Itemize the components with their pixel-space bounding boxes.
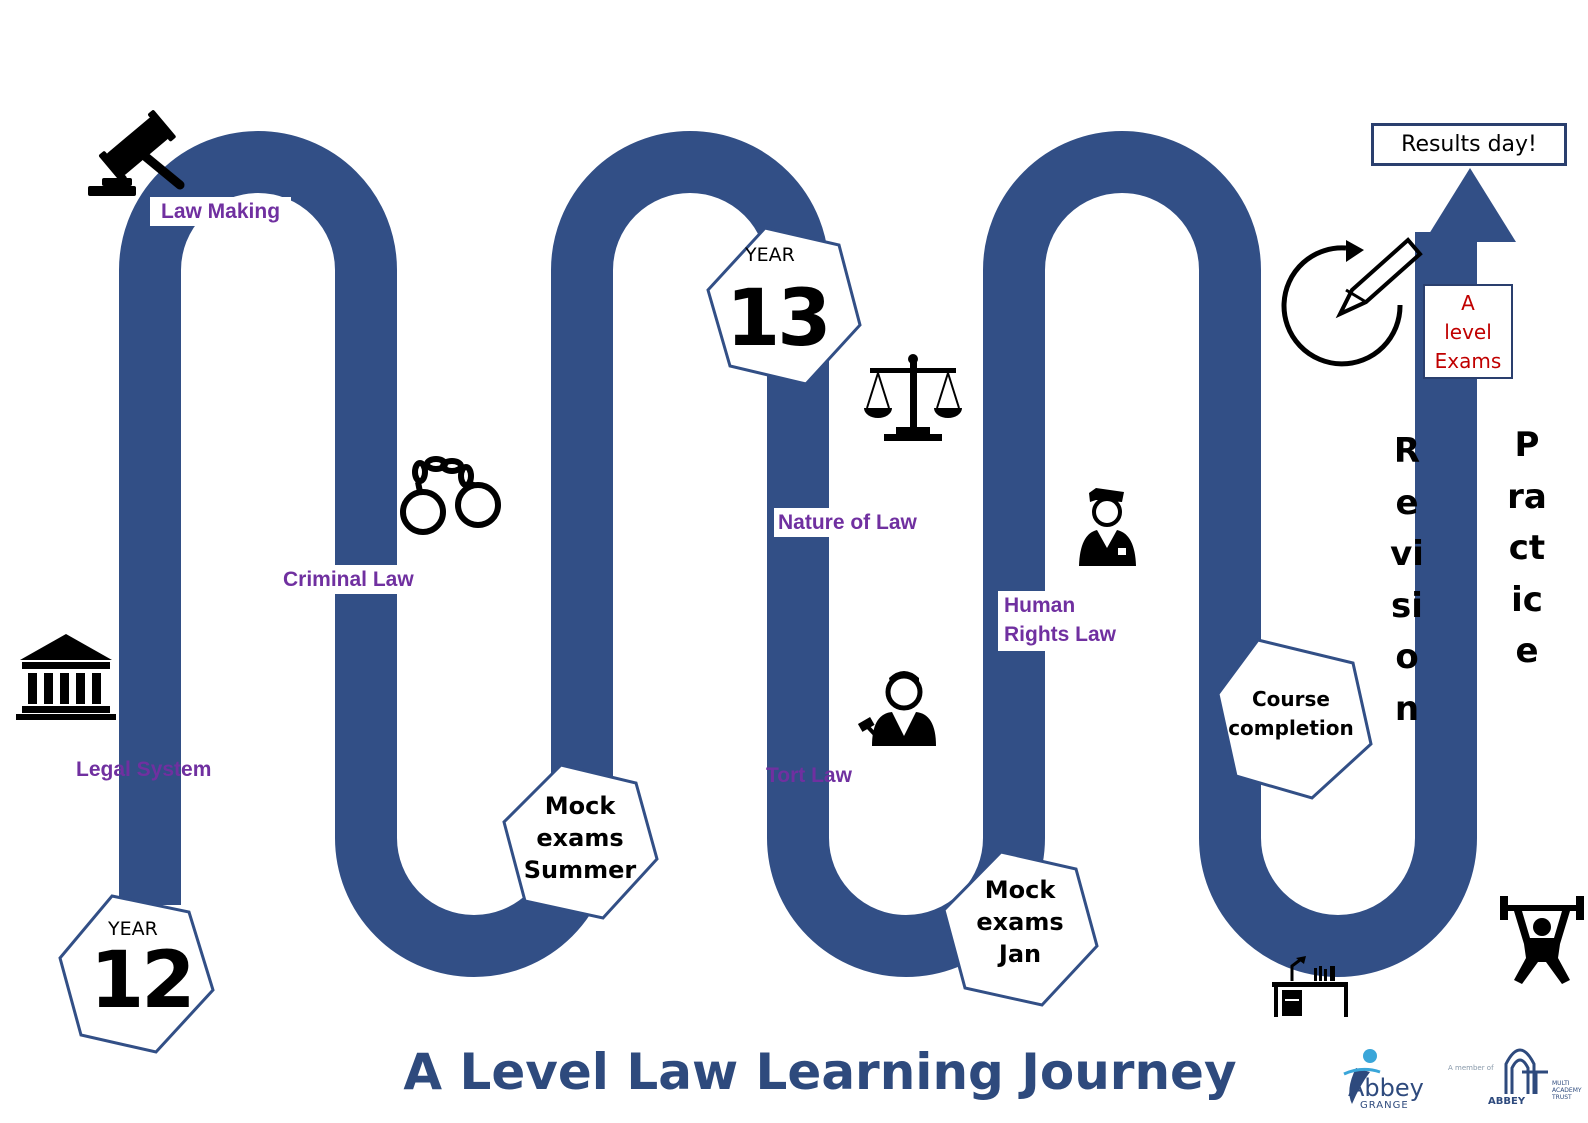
revise-pencil-icon xyxy=(1281,237,1423,367)
trust-logo-sub-2: ACADEMY xyxy=(1552,1087,1582,1094)
year13-number: 13 xyxy=(726,274,832,364)
results-day-box: Results day! xyxy=(1371,123,1567,166)
year13-hexagon xyxy=(706,226,862,386)
course-completion-line-1: Course xyxy=(1252,687,1330,711)
mock-summer-line-2: exams xyxy=(536,824,624,852)
year12-label: YEAR xyxy=(108,918,158,940)
scales-icon xyxy=(864,354,962,441)
course-completion-line-2: completion xyxy=(1228,716,1354,740)
page-title: A Level Law Learning Journey xyxy=(403,1043,1237,1101)
mock-summer-line-3: Summer xyxy=(523,856,637,884)
gavel-icon xyxy=(88,110,185,196)
abbey-grange-logo xyxy=(1343,1049,1381,1104)
mock-summer-line-1: Mock xyxy=(544,792,616,820)
lawyer-icon xyxy=(857,671,936,746)
practice-vertical-text: Practice xyxy=(1507,425,1547,671)
trust-logo-sub-1: MULTI xyxy=(1552,1080,1570,1087)
topic-nature-of-law: Nature of Law xyxy=(774,508,921,537)
police-officer-icon xyxy=(1079,488,1136,566)
exams-line-2: level xyxy=(1444,320,1492,344)
trust-logo-name: ABBEY xyxy=(1488,1096,1526,1107)
year13-label: YEAR xyxy=(745,244,795,266)
mock-jan-line-3: Jan xyxy=(998,940,1042,968)
mock-jan-hexagon xyxy=(942,850,1099,1007)
topic-criminal-law: Criminal Law xyxy=(279,565,418,594)
handcuffs-icon xyxy=(400,456,501,535)
member-of-text: A member of xyxy=(1448,1064,1494,1072)
topic-legal-system: Legal System xyxy=(76,758,212,781)
year12-hexagon xyxy=(58,894,215,1054)
topic-human-rights-law: Human Rights Law xyxy=(998,591,1123,651)
exams-line-1: A xyxy=(1461,291,1475,315)
a-level-exams-box: A level Exams xyxy=(1423,284,1513,379)
course-completion-label: Course completion xyxy=(1216,685,1366,743)
topic-law-making: Law Making xyxy=(150,197,292,226)
desk-icon xyxy=(1272,956,1348,1017)
year12-number: 12 xyxy=(90,936,196,1026)
school-logo-subname: GRANGE xyxy=(1360,1100,1409,1111)
course-completion-hexagon xyxy=(1216,638,1373,800)
mock-exams-jan-label: Mock exams Jan xyxy=(950,874,1090,970)
mock-exams-summer-label: Mock exams Summer xyxy=(510,790,650,886)
human-rights-line-1: Human xyxy=(1004,594,1076,617)
mock-jan-line-2: exams xyxy=(976,908,1064,936)
human-rights-line-2: Rights Law xyxy=(1004,623,1117,646)
revision-vertical-text: Revision xyxy=(1390,431,1424,729)
mock-jan-line-1: Mock xyxy=(984,876,1056,904)
weightlifter-icon xyxy=(1500,896,1584,984)
road-arrow-head xyxy=(1424,168,1516,242)
mock-summer-hexagon xyxy=(502,763,659,920)
courthouse-icon xyxy=(16,634,116,720)
trust-logo-sub-3: TRUST xyxy=(1552,1094,1572,1101)
abbey-trust-logo xyxy=(1504,1048,1548,1094)
exams-line-3: Exams xyxy=(1434,349,1502,373)
topic-tort-law: Tort Law xyxy=(766,764,852,787)
school-logo-name: Abbey xyxy=(1348,1074,1424,1102)
